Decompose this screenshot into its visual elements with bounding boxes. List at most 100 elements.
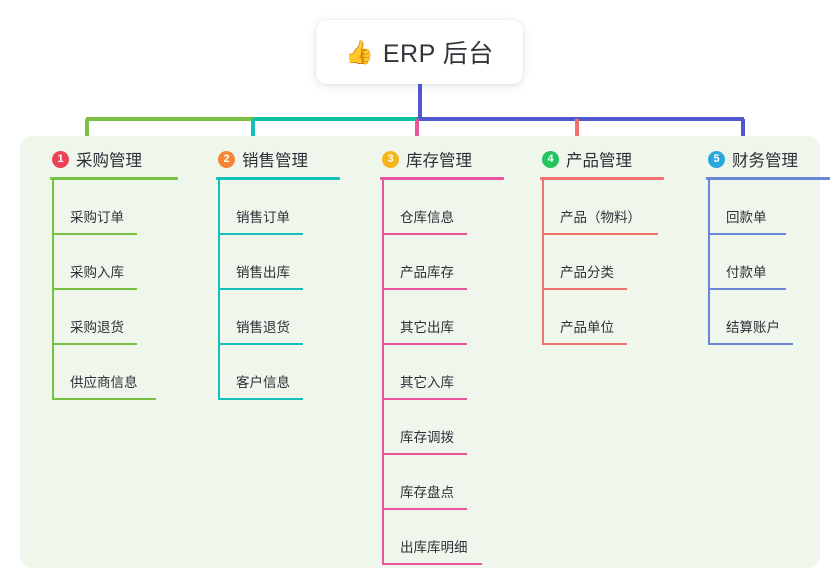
branch-item[interactable]: 产品（物料） xyxy=(524,180,694,235)
branch-items: 产品（物料） 产品分类产品单位 xyxy=(524,180,694,345)
branch-header-rule xyxy=(380,177,504,180)
branch-item-rule xyxy=(382,343,467,345)
branch-item-rule xyxy=(52,343,137,345)
branch-title: 产品管理 xyxy=(566,152,632,170)
branch-title: 库存管理 xyxy=(406,152,472,170)
root-title: ERP 后台 xyxy=(382,40,494,68)
branch-item-rule xyxy=(708,288,786,290)
branch-item-label: 库存盘点 xyxy=(400,485,454,500)
branch-item-label: 产品分类 xyxy=(560,265,614,280)
branch-item-label: 销售退货 xyxy=(236,320,290,335)
branch-item-rule xyxy=(382,508,467,510)
branch-item-rule xyxy=(218,233,303,235)
branch-title: 采购管理 xyxy=(76,152,142,170)
branch-item[interactable]: 库存调拨 xyxy=(364,400,534,455)
branch-item[interactable]: 产品单位 xyxy=(524,290,694,345)
branch-item-rule xyxy=(52,233,137,235)
branch-item-rule xyxy=(708,233,786,235)
branch-stem xyxy=(218,180,220,400)
branch-number-badge: 1 xyxy=(52,150,69,168)
branch-item[interactable]: 库存盘点 xyxy=(364,455,534,510)
branch-item[interactable]: 销售订单 xyxy=(200,180,360,235)
branch-item-label: 其它出库 xyxy=(400,320,454,335)
branch-column-3: 3 库存管理仓库信息产品库存其它出库其它入库库存调拨库存盘点出库库明细 xyxy=(364,146,534,565)
branch-item[interactable]: 回款单 xyxy=(690,180,830,235)
branch-item[interactable]: 付款单 xyxy=(690,235,830,290)
thumbs-up-icon: 👍 xyxy=(345,38,374,65)
branch-item[interactable]: 产品分类 xyxy=(524,235,694,290)
branch-item[interactable]: 采购入库 xyxy=(34,235,194,290)
branch-item-label: 产品（物料） xyxy=(560,210,641,225)
branch-item-label: 采购退货 xyxy=(70,320,124,335)
branch-item-label: 仓库信息 xyxy=(400,210,454,225)
branch-header-rule xyxy=(706,177,830,180)
branch-item[interactable]: 采购订单 xyxy=(34,180,194,235)
branch-item-rule xyxy=(382,563,482,565)
branch-item-label: 结算账户 xyxy=(726,320,780,335)
branch-item[interactable]: 客户信息 xyxy=(200,345,360,400)
branch-header-rule xyxy=(216,177,340,180)
branch-item-rule xyxy=(218,288,303,290)
branch-item-rule xyxy=(382,288,467,290)
branch-item-label: 销售订单 xyxy=(236,210,290,225)
branch-column-1: 1 采购管理采购订单采购入库采购退货供应商信息 xyxy=(34,146,194,400)
branch-item-rule xyxy=(218,343,303,345)
branch-stem xyxy=(542,180,544,345)
branch-item-rule xyxy=(382,233,467,235)
branch-number-badge: 4 xyxy=(542,150,559,168)
root-node[interactable]: 👍 ERP 后台 xyxy=(316,20,523,84)
branch-item-label: 供应商信息 xyxy=(70,375,138,390)
branch-item[interactable]: 销售退货 xyxy=(200,290,360,345)
branch-item[interactable]: 其它入库 xyxy=(364,345,534,400)
branch-stem xyxy=(708,180,710,345)
branch-item[interactable]: 仓库信息 xyxy=(364,180,534,235)
branch-header-2[interactable]: 2 销售管理 xyxy=(200,146,360,172)
branch-column-4: 4 产品管理产品（物料） 产品分类产品单位 xyxy=(524,146,694,345)
branch-items: 销售订单销售出库销售退货客户信息 xyxy=(200,180,360,400)
branch-item-label: 其它入库 xyxy=(400,375,454,390)
branch-header-rule xyxy=(540,177,664,180)
branch-item-label: 付款单 xyxy=(726,265,767,280)
branch-item[interactable]: 采购退货 xyxy=(34,290,194,345)
branch-number-badge: 3 xyxy=(382,150,399,168)
branch-item-label: 出库库明细 xyxy=(400,540,468,555)
branch-stem xyxy=(52,180,54,400)
branch-number-badge: 5 xyxy=(708,150,725,168)
branch-item[interactable]: 销售出库 xyxy=(200,235,360,290)
branch-items: 采购订单采购入库采购退货供应商信息 xyxy=(34,180,194,400)
branch-item-label: 产品单位 xyxy=(560,320,614,335)
branch-item-label: 销售出库 xyxy=(236,265,290,280)
branch-item-rule xyxy=(52,398,156,400)
branch-item-label: 库存调拨 xyxy=(400,430,454,445)
branch-item-rule xyxy=(382,398,467,400)
branch-item[interactable]: 其它出库 xyxy=(364,290,534,345)
branch-item-rule xyxy=(542,343,627,345)
branch-items: 回款单付款单结算账户 xyxy=(690,180,830,345)
branch-item-rule xyxy=(382,453,467,455)
branch-header-3[interactable]: 3 库存管理 xyxy=(364,146,534,172)
branch-item[interactable]: 出库库明细 xyxy=(364,510,534,565)
branch-item[interactable]: 结算账户 xyxy=(690,290,830,345)
branch-item-rule xyxy=(708,343,793,345)
branch-item-rule xyxy=(218,398,303,400)
branch-item-label: 产品库存 xyxy=(400,265,454,280)
branch-item[interactable]: 产品库存 xyxy=(364,235,534,290)
branch-item-label: 客户信息 xyxy=(236,375,290,390)
branch-header-4[interactable]: 4 产品管理 xyxy=(524,146,694,172)
branch-number-badge: 2 xyxy=(218,150,235,168)
branch-column-2: 2 销售管理销售订单销售出库销售退货客户信息 xyxy=(200,146,360,400)
branch-title: 销售管理 xyxy=(242,152,308,170)
branch-item[interactable]: 供应商信息 xyxy=(34,345,194,400)
branch-item-label: 回款单 xyxy=(726,210,767,225)
branches-panel xyxy=(20,136,820,568)
branch-header-1[interactable]: 1 采购管理 xyxy=(34,146,194,172)
branch-item-rule xyxy=(542,288,627,290)
branch-header-rule xyxy=(50,177,178,180)
branch-item-label: 采购入库 xyxy=(70,265,124,280)
branch-stem xyxy=(382,180,384,565)
branch-item-rule xyxy=(542,233,658,235)
branch-item-rule xyxy=(52,288,137,290)
branch-item-label: 采购订单 xyxy=(70,210,124,225)
